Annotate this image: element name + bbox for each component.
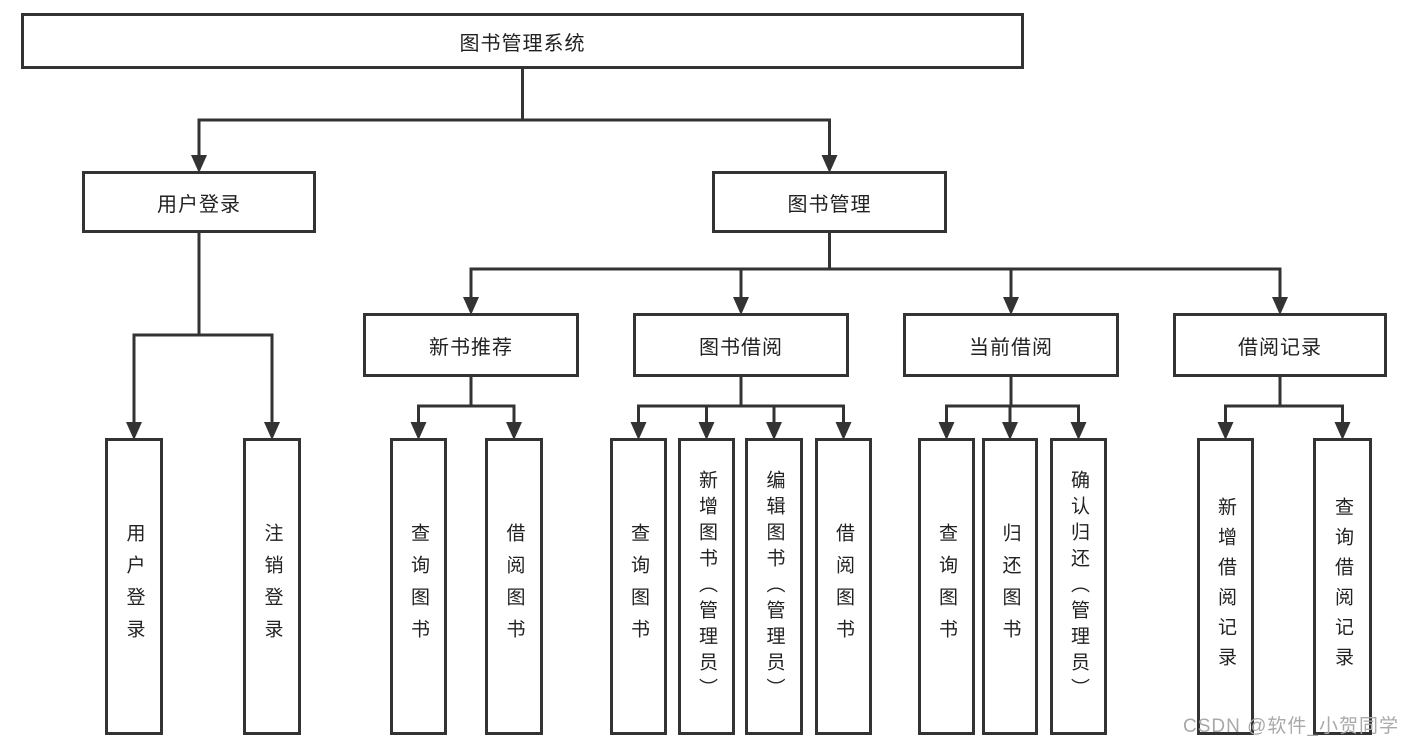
node-label: 借阅记录 bbox=[1238, 336, 1322, 359]
watermark: CSDN @软件_小贺同学 bbox=[1183, 716, 1399, 737]
node-leaf-br-query: 查询借阅记录 bbox=[1313, 438, 1372, 735]
node-leaf-bb-add: 新增图书（管理员） bbox=[678, 438, 735, 735]
node-leaf-bb-borrow: 借阅图书 bbox=[815, 438, 872, 735]
node-label: 注销登录 bbox=[261, 522, 283, 651]
node-label: 查询图书 bbox=[628, 522, 649, 651]
node-leaf-cb-confirm: 确认归还（管理员） bbox=[1050, 438, 1107, 735]
node-label: 归还图书 bbox=[999, 522, 1021, 651]
node-label: 新书推荐 bbox=[429, 336, 513, 359]
node-label: 用户登录 bbox=[123, 522, 145, 651]
node-label: 图书借阅 bbox=[699, 336, 783, 359]
node-borrow-record: 借阅记录 bbox=[1173, 313, 1387, 377]
node-user-login: 用户登录 bbox=[82, 171, 316, 233]
node-leaf-nb-query: 查询图书 bbox=[390, 438, 447, 735]
node-leaf-cb-return: 归还图书 bbox=[982, 438, 1038, 735]
node-leaf-br-add: 新增借阅记录 bbox=[1197, 438, 1254, 735]
node-book-borrow: 图书借阅 bbox=[633, 313, 849, 377]
node-label: 编辑图书（管理员） bbox=[763, 469, 785, 704]
node-label: 借阅图书 bbox=[833, 522, 854, 651]
node-leaf-cb-query: 查询图书 bbox=[918, 438, 975, 735]
node-root: 图书管理系统 bbox=[21, 13, 1024, 69]
node-label: 查询借阅记录 bbox=[1332, 496, 1353, 677]
node-label: 查询图书 bbox=[408, 522, 429, 651]
node-new-book-rec: 新书推荐 bbox=[363, 313, 579, 377]
node-label: 确认归还（管理员） bbox=[1068, 469, 1089, 704]
node-leaf-bb-edit: 编辑图书（管理员） bbox=[745, 438, 803, 735]
node-leaf-bb-query: 查询图书 bbox=[610, 438, 667, 735]
node-leaf-login: 用户登录 bbox=[105, 438, 163, 735]
node-book-mgmt: 图书管理 bbox=[712, 171, 947, 233]
node-leaf-logout: 注销登录 bbox=[243, 438, 301, 735]
node-label: 图书管理 bbox=[787, 193, 872, 216]
node-label: 查询图书 bbox=[936, 522, 957, 651]
node-label: 新增借阅记录 bbox=[1215, 496, 1236, 677]
node-current-borrow: 当前借阅 bbox=[903, 313, 1119, 377]
node-label: 用户登录 bbox=[157, 193, 241, 216]
node-label: 新增图书（管理员） bbox=[696, 469, 717, 704]
node-label: 当前借阅 bbox=[969, 336, 1053, 359]
node-label: 图书管理系统 bbox=[459, 32, 586, 55]
node-label: 借阅图书 bbox=[503, 522, 525, 651]
node-leaf-nb-borrow: 借阅图书 bbox=[485, 438, 543, 735]
